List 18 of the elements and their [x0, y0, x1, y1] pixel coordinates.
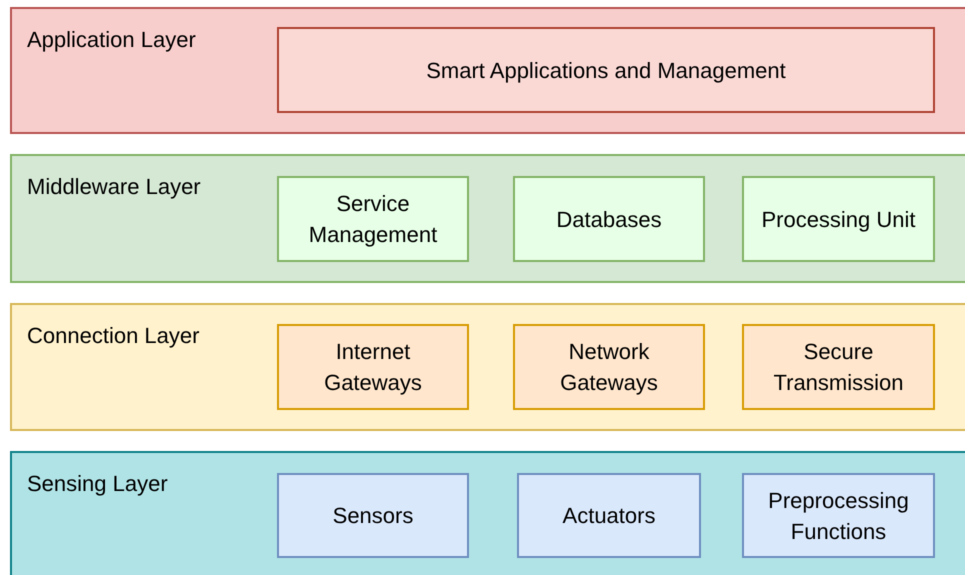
component-box: Secure Transmission	[742, 324, 935, 410]
component-box: Processing Unit	[742, 176, 935, 262]
component-box: Network Gateways	[513, 324, 705, 410]
layer-title: Sensing Layer	[27, 471, 168, 497]
component-box: Smart Applications and Management	[277, 27, 935, 113]
component-box: Actuators	[517, 473, 701, 558]
component-box: Sensors	[277, 473, 469, 558]
component-box: Databases	[513, 176, 705, 262]
layer-title: Connection Layer	[27, 323, 200, 349]
layer-band	[10, 303, 965, 431]
layer-title: Middleware Layer	[27, 174, 201, 200]
component-box: Internet Gateways	[277, 324, 469, 410]
layer-title: Application Layer	[27, 27, 196, 53]
layer-band	[10, 154, 965, 283]
component-box: Preprocessing Functions	[742, 473, 935, 558]
layer-band	[10, 451, 965, 575]
layer-band	[10, 7, 965, 134]
component-box: Service Management	[277, 176, 469, 262]
